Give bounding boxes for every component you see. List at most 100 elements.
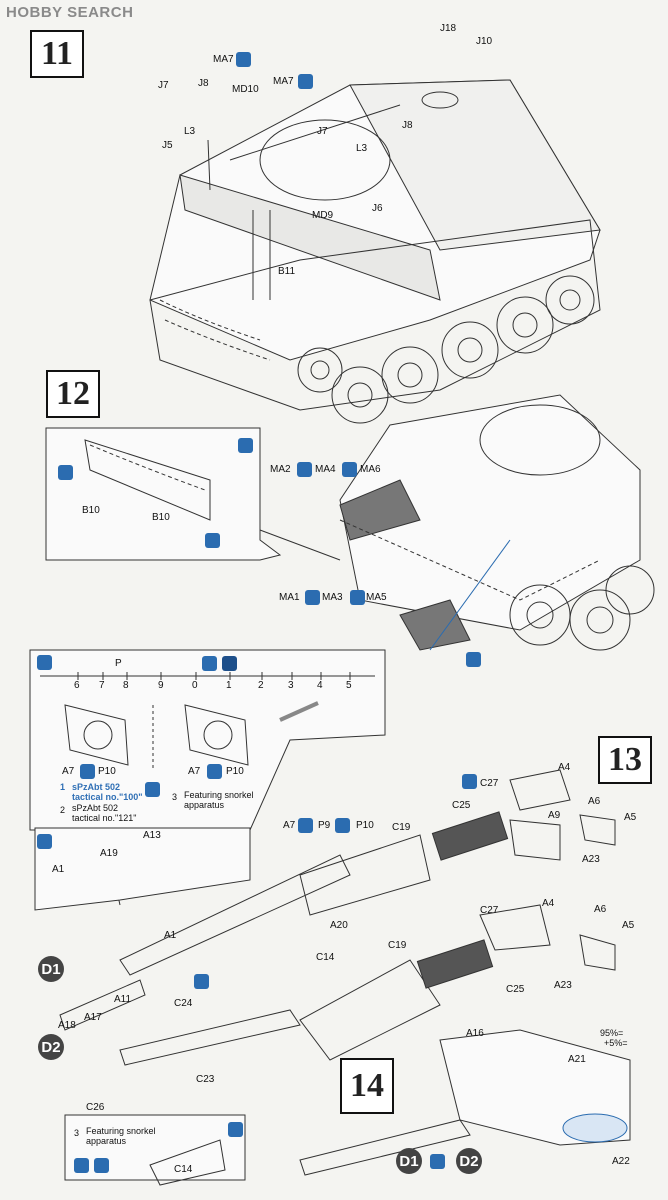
part-label-c27-b: C27: [480, 905, 499, 916]
paint-icon: [205, 533, 220, 548]
part-label-a21: A21: [568, 1054, 586, 1065]
part-label-l3: L3: [184, 126, 196, 137]
option-1-text: sPzAbt 502: [72, 782, 121, 792]
part-label-a4: A4: [558, 762, 571, 773]
gauge-tick: 0: [192, 680, 198, 691]
gauge-tick: 2: [258, 680, 264, 691]
option-2-number: 2: [60, 805, 66, 815]
gauge-tick: 3: [288, 680, 294, 691]
option-3-text: Featuring snorkel: [184, 790, 254, 800]
part-label-a20: A20: [330, 920, 348, 931]
part-label-l3-b: L3: [356, 143, 368, 154]
part-label-a19: A19: [100, 848, 118, 859]
option-2-sub: tactical no."121": [72, 813, 137, 823]
part-label-a6: A6: [588, 796, 601, 807]
option-1-number: 1: [60, 782, 66, 792]
part-label-j7: J7: [158, 80, 169, 91]
brush-icon: [466, 652, 481, 667]
brush-icon: [37, 834, 52, 849]
snorkel-option-number: 3: [74, 1128, 80, 1138]
paint-icon: [58, 465, 73, 480]
gauge-tick: 9: [158, 680, 164, 691]
glue-icon: [298, 818, 313, 833]
part-label-a7-b: A7: [188, 766, 201, 777]
part-label-a4-b: A4: [542, 898, 555, 909]
snorkel-option-sub: apparatus: [86, 1136, 127, 1146]
part-label-a16: A16: [466, 1028, 484, 1039]
gauge-tick: 4: [317, 680, 323, 691]
part-label-a5: A5: [624, 812, 637, 823]
part-label-c25-b: C25: [506, 984, 525, 995]
part-label-ma3: MA3: [322, 592, 343, 603]
step-13-number: 13: [598, 736, 652, 784]
part-label-c24: C24: [174, 998, 193, 1009]
glue-icon: [202, 656, 217, 671]
glue-icon: [194, 974, 209, 989]
gauge-tick: 7: [99, 680, 105, 691]
gauge-letter: P: [115, 658, 122, 669]
glue-icon: [342, 462, 357, 477]
part-label-p10-c: P10: [356, 820, 374, 831]
gauge-tick: 1: [226, 680, 232, 691]
option-3-sub: apparatus: [184, 800, 225, 810]
part-label-ma5: MA5: [366, 592, 387, 603]
part-label-j10: J10: [476, 36, 493, 47]
glue-icon: [305, 590, 320, 605]
part-label-c14-b: C14: [174, 1164, 193, 1175]
glue-icon: [145, 782, 160, 797]
part-label-a6-b: A6: [594, 904, 607, 915]
glue-icon: [430, 1154, 445, 1169]
brush-icon: [37, 655, 52, 670]
part-label-j18: J18: [440, 23, 457, 34]
glue-icon: [335, 818, 350, 833]
part-label-c19: C19: [392, 822, 411, 833]
step-14-number: 14: [340, 1058, 394, 1114]
marker-d2-b: D2: [456, 1148, 482, 1174]
option-2-text: sPzAbt 502: [72, 803, 119, 813]
decal-icon: [222, 656, 237, 671]
glue-icon: [207, 764, 222, 779]
marker-d2: D2: [38, 1034, 64, 1060]
snorkel-option-text: Featuring snorkel: [86, 1126, 156, 1136]
option-3-number: 3: [172, 792, 178, 802]
glue-icon: [298, 74, 313, 89]
part-label-a1-b: A1: [164, 930, 177, 941]
part-label-a7-c: A7: [283, 820, 296, 831]
part-label-c23: C23: [196, 1074, 215, 1085]
site-logo: HOBBY SEARCH: [6, 4, 134, 21]
part-label-c27: C27: [480, 778, 499, 789]
glue-icon: [297, 462, 312, 477]
part-label-b10-b: B10: [152, 512, 170, 523]
part-label-c14: C14: [316, 952, 335, 963]
part-label-c19-b: C19: [388, 940, 407, 951]
percent-note: +5%=: [604, 1038, 628, 1048]
part-label-a7: A7: [62, 766, 75, 777]
part-label-j5: J5: [162, 140, 173, 151]
gauge-tick: 5: [346, 680, 352, 691]
option-1-sub: tactical no."100": [72, 792, 143, 802]
part-label-ma7: MA7: [213, 54, 234, 65]
part-label-md9: MD9: [312, 210, 334, 221]
part-label-c26: C26: [86, 1102, 105, 1113]
part-label-a23-b: A23: [554, 980, 572, 991]
part-label-p9: P9: [318, 820, 331, 831]
part-label-j6: J6: [372, 203, 383, 214]
part-label-a1: A1: [52, 864, 65, 875]
part-label-a22: A22: [612, 1156, 630, 1167]
brush-icon: [228, 1122, 243, 1137]
part-label-p10: P10: [98, 766, 116, 777]
glue-icon: [80, 764, 95, 779]
part-label-ma7-b: MA7: [273, 76, 294, 87]
part-label-b10: B10: [82, 505, 100, 516]
part-label-j8-b: J8: [402, 120, 413, 131]
gauge-tick: 8: [123, 680, 129, 691]
glue-icon: [74, 1158, 89, 1173]
part-label-a5-b: A5: [622, 920, 635, 931]
gauge-tick: 6: [74, 680, 80, 691]
marker-d1: D1: [38, 956, 64, 982]
marker-d1-b: D1: [396, 1148, 422, 1174]
part-label-b11: B11: [278, 266, 296, 277]
part-label-ma1: MA1: [279, 592, 300, 603]
part-label-a18: A18: [58, 1020, 76, 1031]
